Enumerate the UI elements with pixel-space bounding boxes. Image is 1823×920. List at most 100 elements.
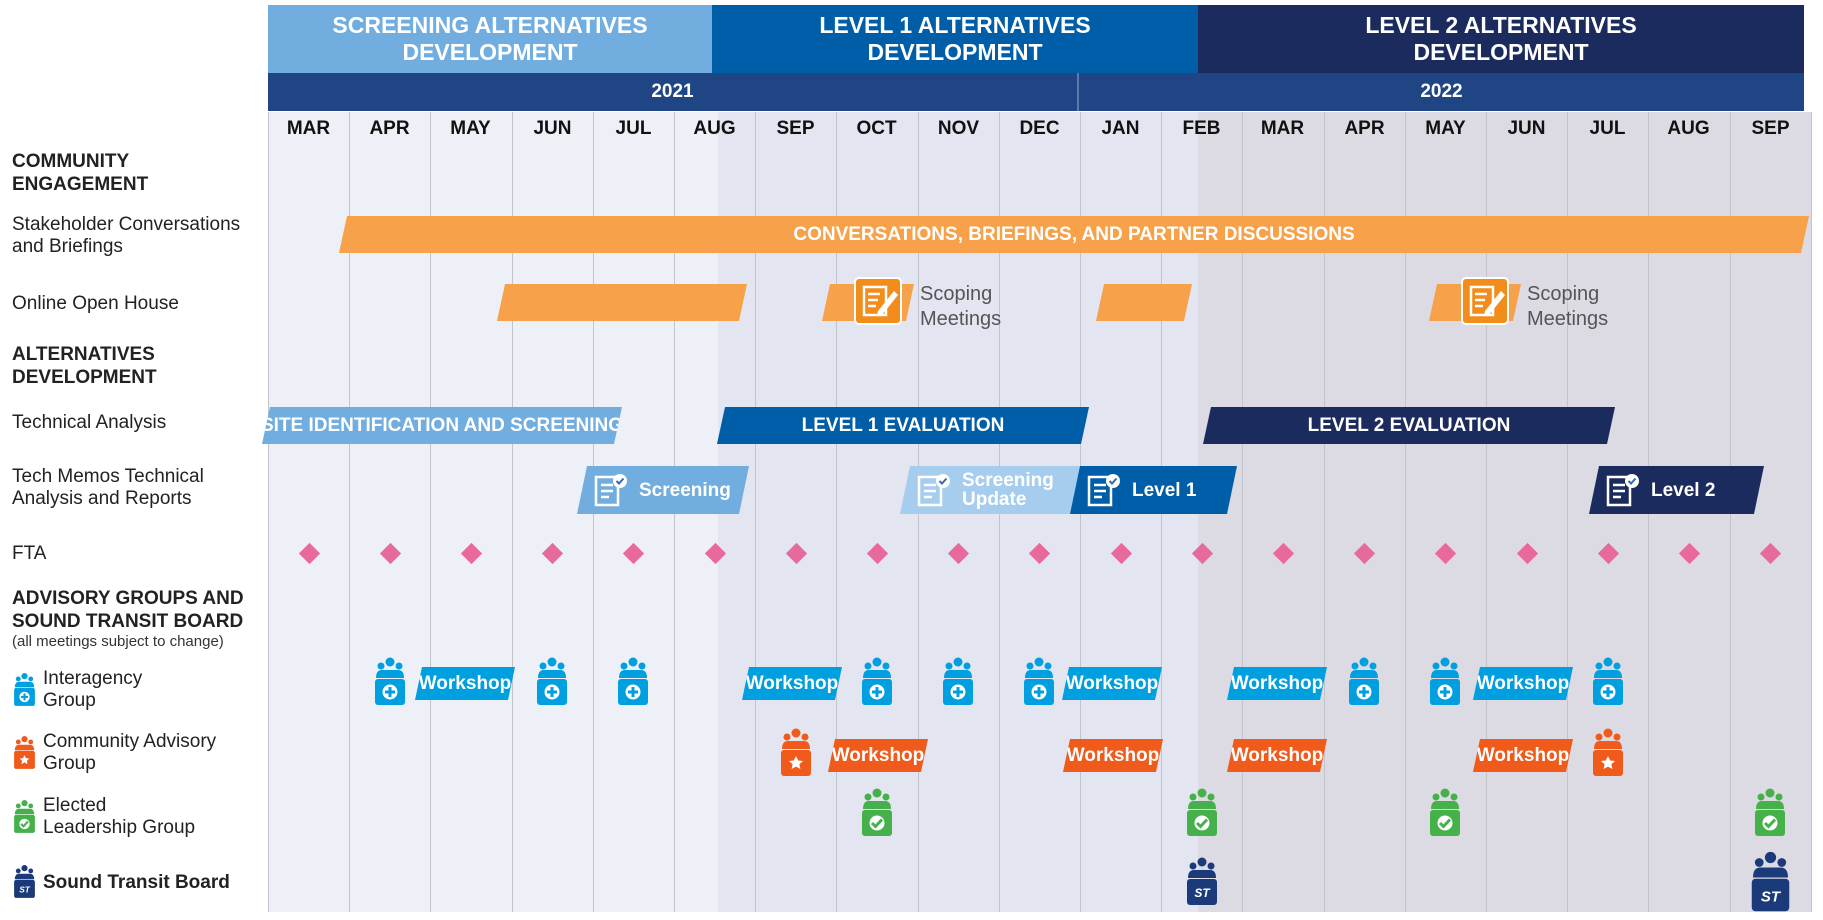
grid-line [1324, 112, 1325, 912]
month-label: MAR [1260, 118, 1305, 139]
open-house-row-label: Online Open House [12, 293, 179, 314]
memo-check-icon [1086, 472, 1122, 508]
site-identification-bar: SITE IDENTIFICATION AND SCREENING [262, 407, 622, 444]
memo-check-icon [1605, 472, 1641, 508]
grid-line [1242, 112, 1243, 912]
phase-header-1: SCREENING ALTERNATIVES DEVELOPMENT [268, 5, 712, 73]
stakeholder-row-label: Stakeholder Conversations and Briefings [12, 214, 241, 257]
svg-text:ST: ST [1194, 886, 1211, 900]
tech-memos-row-label: Tech Memos Technical Analysis and Report… [12, 466, 204, 509]
interagency-workshop-tag: Workshop [415, 667, 515, 700]
technical-analysis-row-label: Technical Analysis [12, 412, 167, 433]
month-label: SEP [776, 118, 815, 139]
community-advisory-legend-icon [12, 735, 37, 771]
month-label: JAN [1101, 118, 1140, 139]
month-label: JUN [533, 118, 572, 139]
grid-line [268, 112, 269, 912]
alternatives-development-heading: ALTERNATIVES DEVELOPMENT [12, 344, 157, 388]
svg-text:ST: ST [19, 884, 31, 894]
phase-header-2: LEVEL 1 ALTERNATIVES DEVELOPMENT [712, 5, 1198, 73]
memo-label: Screening [639, 479, 731, 501]
grid-line [1811, 112, 1812, 912]
community-engagement-heading: COMMUNITY ENGAGEMENT [12, 151, 149, 195]
open-house-bar-2 [1096, 284, 1192, 321]
month-label: FEB [1182, 118, 1221, 139]
elected-leadership-legend-label: Elected Leadership Group [43, 795, 196, 838]
month-label: JUN [1507, 118, 1546, 139]
memo-label: Level 1 [1132, 479, 1197, 501]
year-2021-band: 2021 [268, 73, 1077, 111]
memo-screening-update: Screening Update [900, 466, 1090, 514]
community-workshop-tag: Workshop [1227, 739, 1327, 772]
fta-row-label: FTA [12, 543, 47, 564]
grid-line [1567, 112, 1568, 912]
memo-level2: Level 2 [1589, 466, 1764, 514]
interagency-workshop-tag: Workshop [1062, 667, 1162, 700]
scoping-document-icon [1459, 275, 1511, 327]
interagency-group-icon [615, 656, 651, 708]
year-2022-band: 2022 [1079, 73, 1804, 111]
sound-transit-board-legend-label: Sound Transit Board [43, 872, 230, 893]
year-divider [1077, 73, 1079, 111]
month-label: JUL [615, 118, 652, 139]
sound-transit-board-icon: ST [1184, 856, 1220, 908]
open-house-bar-1 [497, 284, 747, 321]
interagency-group-icon [940, 656, 976, 708]
interagency-group-icon [534, 656, 570, 708]
scoping-meetings-label: Scoping Meetings [1527, 283, 1609, 330]
scoping-meetings-label: Scoping Meetings [920, 283, 1002, 330]
interagency-workshop-tag: Workshop [742, 667, 842, 700]
interagency-group-icon [1590, 656, 1626, 708]
phase-header-3: LEVEL 2 ALTERNATIVES DEVELOPMENT [1198, 5, 1804, 73]
grid-line [512, 112, 513, 912]
interagency-group-icon [1346, 656, 1382, 708]
interagency-legend-icon [12, 672, 37, 708]
elected-leadership-icon [859, 787, 895, 839]
memo-level1: Level 1 [1070, 466, 1237, 514]
interagency-group-icon [1021, 656, 1057, 708]
community-advisory-legend-label: Community Advisory Group [43, 731, 217, 774]
grid-line [349, 112, 350, 912]
elected-leadership-legend-icon [12, 799, 37, 835]
month-label: AUG [1667, 118, 1710, 139]
month-label: OCT [856, 118, 897, 139]
level1-evaluation-bar: LEVEL 1 EVALUATION [717, 407, 1089, 444]
memo-check-icon [593, 472, 629, 508]
elected-leadership-icon [1184, 787, 1220, 839]
memo-label: Screening Update [962, 470, 1054, 510]
advisory-groups-heading: ADVISORY GROUPS AND SOUND TRANSIT BOARD [12, 588, 244, 632]
month-label: SEP [1751, 118, 1790, 139]
interagency-group-icon [1427, 656, 1463, 708]
month-label: APR [1344, 118, 1385, 139]
svg-text:ST: ST [1761, 888, 1782, 905]
elected-leadership-icon [1752, 787, 1788, 839]
month-label: JUL [1589, 118, 1626, 139]
memo-label: Level 2 [1651, 479, 1716, 501]
scoping-document-icon [852, 275, 904, 327]
month-label: APR [369, 118, 410, 139]
grid-line [836, 112, 837, 912]
conversations-bar: CONVERSATIONS, BRIEFINGS, AND PARTNER DI… [339, 216, 1809, 253]
month-label: MAY [450, 118, 491, 139]
grid-line [430, 112, 431, 912]
community-advisory-icon [1590, 727, 1626, 779]
month-label: AUG [693, 118, 736, 139]
grid-line [1486, 112, 1487, 912]
level2-evaluation-bar: LEVEL 2 EVALUATION [1203, 407, 1615, 444]
elected-leadership-icon [1427, 787, 1463, 839]
interagency-legend-label: Interagency Group [43, 668, 143, 711]
interagency-group-icon [372, 656, 408, 708]
month-label: MAY [1425, 118, 1466, 139]
community-workshop-tag: Workshop [1063, 739, 1163, 772]
month-label: DEC [1019, 118, 1060, 139]
community-workshop-tag: Workshop [1473, 739, 1573, 772]
community-workshop-tag: Workshop [828, 739, 928, 772]
grid-line [755, 112, 756, 912]
grid-line [1405, 112, 1406, 912]
interagency-workshop-tag: Workshop [1227, 667, 1327, 700]
sound-transit-board-legend-icon: ST [12, 864, 37, 900]
month-label: MAR [286, 118, 331, 139]
interagency-group-icon [859, 656, 895, 708]
advisory-note: (all meetings subject to change) [12, 633, 224, 650]
